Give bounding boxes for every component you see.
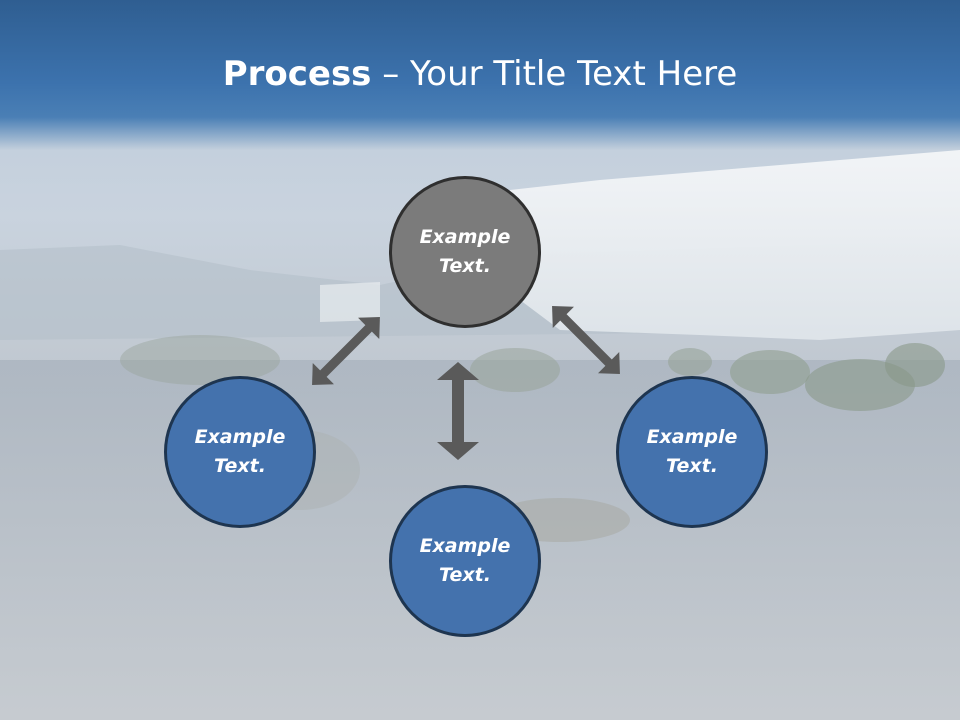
node-bottom[interactable]: Example Text. xyxy=(389,485,541,637)
node-top[interactable]: Example Text. xyxy=(389,176,541,328)
node-right[interactable]: Example Text. xyxy=(616,376,768,528)
arrow-top-left[interactable] xyxy=(301,306,390,395)
arrow-top-right[interactable] xyxy=(541,295,630,384)
node-left[interactable]: Example Text. xyxy=(164,376,316,528)
node-right-label: Example Text. xyxy=(646,426,738,477)
title-bar xyxy=(0,0,960,150)
node-top-label: Example Text. xyxy=(419,226,511,277)
title-rest: – Your Title Text Here xyxy=(371,54,738,94)
title-bold: Process xyxy=(222,54,372,94)
node-bottom-label: Example Text. xyxy=(419,535,511,586)
arrow-vertical[interactable] xyxy=(437,362,479,460)
slide-title[interactable]: Process – Your Title Text Here xyxy=(0,52,960,96)
node-left-label: Example Text. xyxy=(194,426,286,477)
